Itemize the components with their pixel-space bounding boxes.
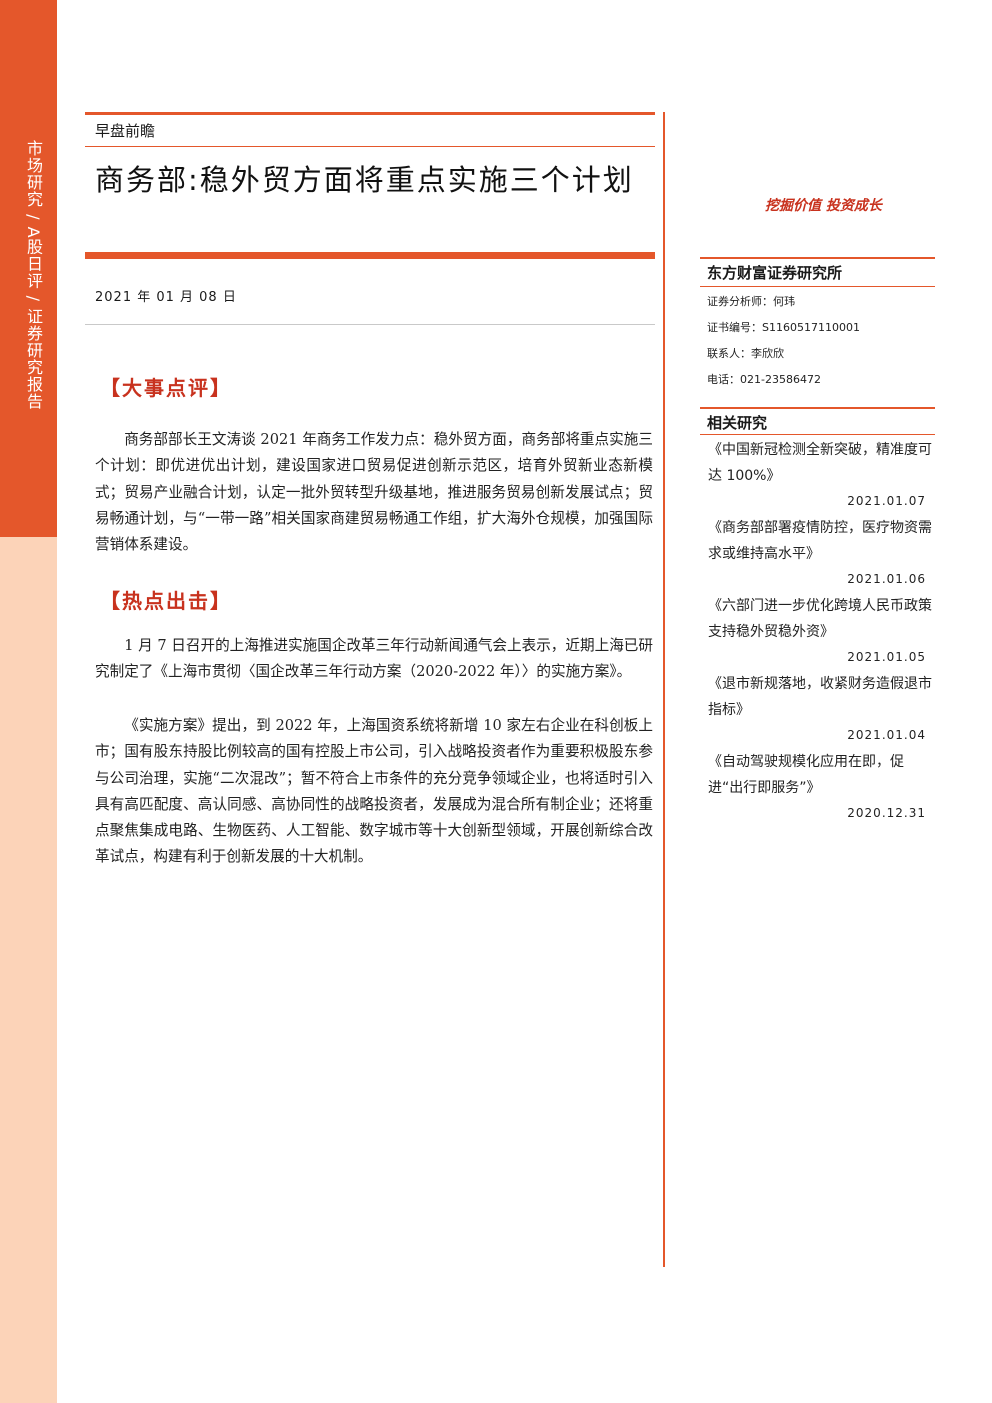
related-bottom-rule (700, 434, 935, 435)
date-rule (85, 324, 655, 325)
section-heading-hotspots: 【热点出击】 (100, 589, 232, 613)
contact-info: 联系人：李欣欣 (707, 347, 784, 360)
sidebar-band-bottom (0, 537, 57, 1403)
related-heading: 相关研究 (707, 414, 768, 432)
related-top-rule (700, 407, 935, 409)
related-report-link[interactable]: 《六部门进一步优化跨境人民币政策 支持稳外贸稳外资》 (708, 598, 932, 640)
org-bottom-rule (700, 286, 935, 287)
header-top-rule (85, 112, 655, 115)
section-paragraph: 《实施方案》提出，到 2022 年，上海国资系统将新增 10 家左右企业在科创板… (95, 717, 653, 866)
related-report-link[interactable]: 《自动驾驶规模化应用在即，促进“出行即服务”》 (708, 754, 904, 796)
phone-info: 电话：021-23586472 (707, 373, 821, 386)
report-date: 2021 年 01 月 08 日 (95, 290, 237, 305)
related-report-link[interactable]: 《商务部部署疫情防控，医疗物资需求或维持高水平》 (708, 520, 932, 562)
org-top-rule (700, 257, 935, 259)
title-underline-rule (85, 252, 655, 259)
section-heading-events: 【大事点评】 (100, 376, 232, 400)
related-report-date: 2021.01.06 (847, 572, 926, 586)
related-report-link[interactable]: 《中国新冠检测全新突破，精准度可达 100%》 (708, 442, 932, 484)
section-paragraph: 商务部部长王文涛谈 2021 年商务工作发力点：稳外贸方面，商务部将重点实施三个… (95, 431, 653, 554)
related-report-date: 2021.01.04 (847, 728, 926, 742)
column-divider (663, 112, 665, 1267)
related-report-date: 2021.01.07 (847, 494, 926, 508)
related-report-link[interactable]: 《退市新规落地，收紧财务造假退市指标》 (708, 676, 932, 718)
related-report-date: 2020.12.31 (847, 806, 926, 820)
header-sub-rule (85, 146, 655, 147)
org-name: 东方财富证券研究所 (707, 264, 843, 282)
analyst-info: 证券分析师：何玮 (707, 295, 795, 308)
related-report-date: 2021.01.05 (847, 650, 926, 664)
slogan: 挖掘价值 投资成长 (765, 198, 882, 214)
doc-type-label: 早盘前瞻 (95, 122, 156, 140)
page-title: 商务部:稳外贸方面将重点实施三个计划 (95, 163, 634, 197)
cert-info: 证书编号：S1160517110001 (707, 321, 860, 334)
section-paragraph: 1 月 7 日召开的上海推进实施国企改革三年行动新闻通气会上表示，近期上海已研究… (95, 637, 653, 681)
sidebar-band-top (0, 0, 57, 537)
sidebar-label: 市场研究 / A股日评 / 证券研究报告 (24, 140, 43, 411)
